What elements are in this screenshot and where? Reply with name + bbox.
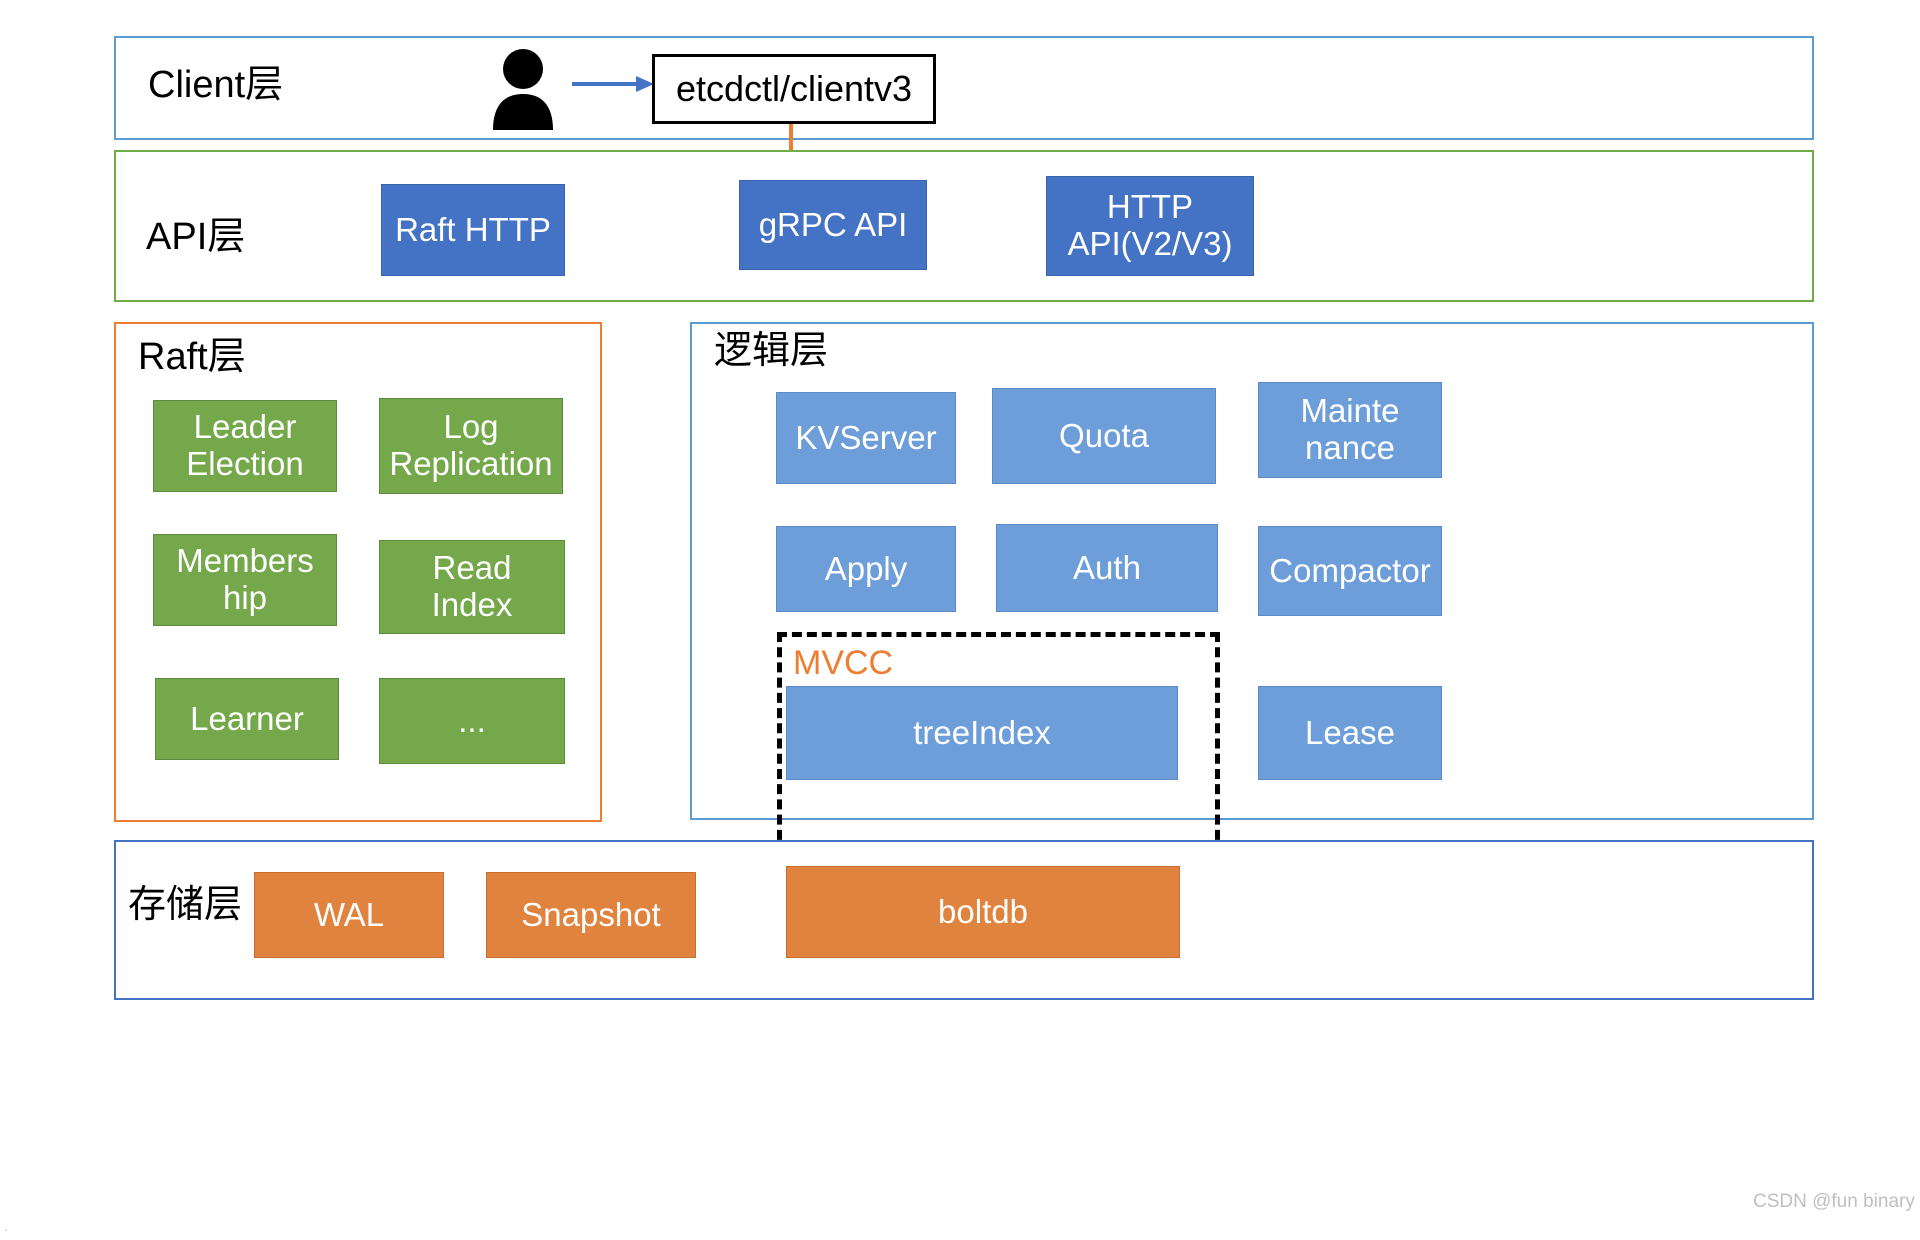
api-node-http-api-line1: HTTP	[1106, 188, 1194, 226]
raft-node-leader-election[interactable]: Leader Election	[153, 400, 337, 492]
raft-node-log-replication-line1: Log	[443, 408, 499, 446]
raft-node-log-replication-line2: Replication	[389, 445, 553, 482]
raft-node-ellipsis[interactable]: ...	[379, 678, 565, 764]
raft-node-learner[interactable]: Learner	[155, 678, 339, 760]
storage-layer-title: 存储层	[128, 884, 243, 926]
api-node-http-api[interactable]: HTTP API(V2/V3)	[1046, 176, 1254, 276]
api-layer-title: API层	[146, 216, 246, 258]
watermark-text: CSDN @fun binary	[1753, 1191, 1915, 1212]
client-layer-container	[114, 36, 1814, 140]
mvcc-label: MVCC	[793, 644, 894, 682]
raft-node-membership[interactable]: Members hip	[153, 534, 337, 626]
corner-mark: .	[4, 1218, 8, 1234]
person-icon	[493, 49, 553, 130]
logic-node-maintenance-line2: nance	[1305, 429, 1395, 466]
logic-node-quota[interactable]: Quota	[992, 388, 1216, 484]
logic-node-treeindex[interactable]: treeIndex	[786, 686, 1178, 780]
arrow-right-icon	[572, 76, 654, 92]
api-layer-container	[114, 150, 1814, 302]
logic-layer-title: 逻辑层	[714, 330, 829, 372]
logic-node-apply[interactable]: Apply	[776, 526, 956, 612]
logic-node-maintenance-line1: Mainte	[1300, 392, 1400, 430]
raft-node-log-replication[interactable]: Log Replication	[379, 398, 563, 494]
logic-node-kvserver[interactable]: KVServer	[776, 392, 956, 484]
raft-node-read-index-line1: Read	[432, 549, 512, 587]
raft-node-leader-election-line1: Leader	[193, 408, 297, 446]
storage-node-wal[interactable]: WAL	[254, 872, 444, 958]
logic-node-compactor[interactable]: Compactor	[1258, 526, 1442, 616]
raft-node-membership-line1: Members	[176, 542, 314, 580]
storage-node-boltdb[interactable]: boltdb	[786, 866, 1180, 958]
raft-node-read-index[interactable]: Read Index	[379, 540, 565, 634]
raft-node-read-index-line2: Index	[431, 586, 513, 623]
api-node-raft-http[interactable]: Raft HTTP	[381, 184, 565, 276]
logic-node-lease[interactable]: Lease	[1258, 686, 1442, 780]
api-node-http-api-line2: API(V2/V3)	[1067, 225, 1233, 262]
etcdctl-client-box[interactable]: etcdctl/clientv3	[652, 54, 936, 124]
client-layer-title: Client层	[148, 64, 284, 106]
api-node-grpc-api[interactable]: gRPC API	[739, 180, 927, 270]
storage-node-snapshot[interactable]: Snapshot	[486, 872, 696, 958]
raft-layer-title: Raft层	[138, 336, 246, 378]
logic-node-auth[interactable]: Auth	[996, 524, 1218, 612]
raft-node-membership-line2: hip	[222, 579, 268, 616]
logic-node-maintenance[interactable]: Mainte nance	[1258, 382, 1442, 478]
raft-node-leader-election-line2: Election	[186, 445, 304, 482]
